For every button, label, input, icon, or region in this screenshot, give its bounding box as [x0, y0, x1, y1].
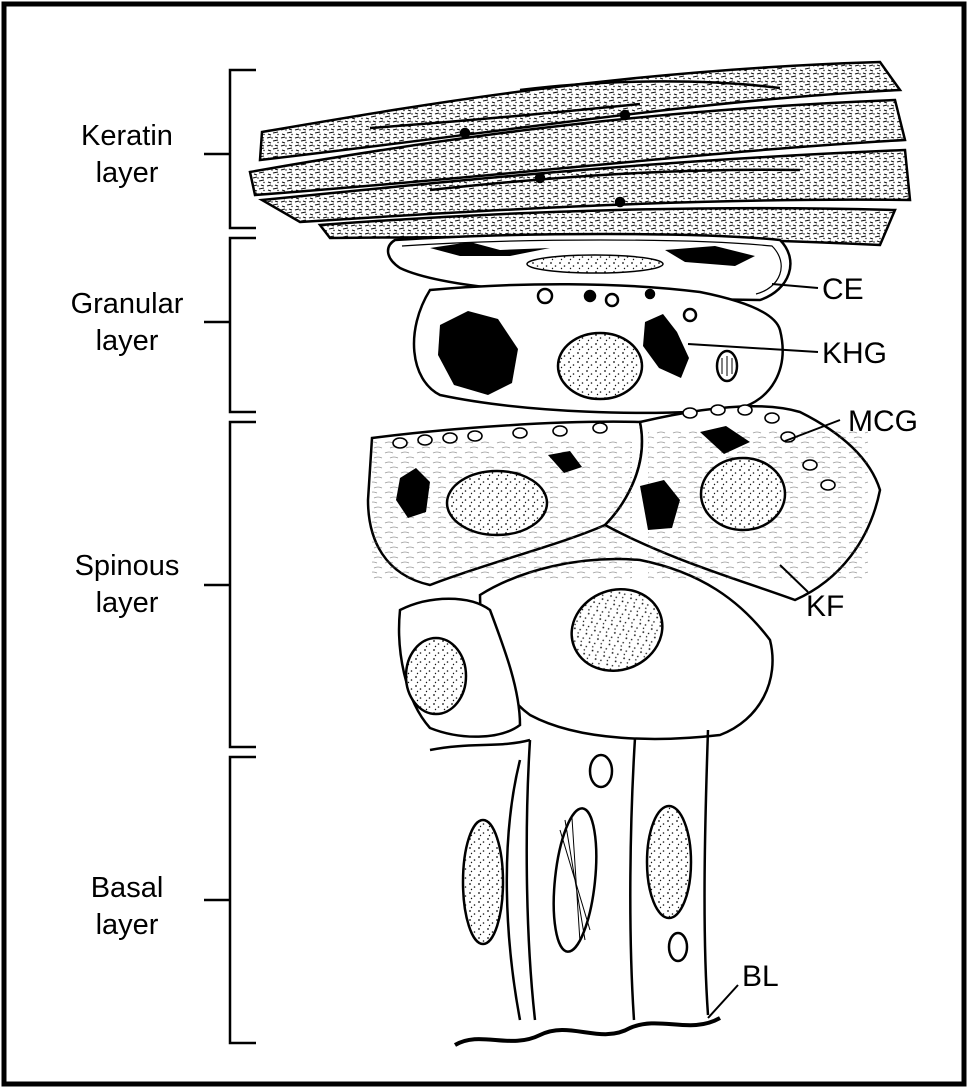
basal-cells	[430, 730, 708, 1020]
bl-callout: BL	[742, 960, 779, 994]
keratin-layer-cells	[250, 62, 910, 245]
ce-callout: CE	[822, 273, 864, 307]
granular-cell	[414, 284, 783, 413]
kf-callout: KF	[806, 590, 844, 624]
mcg-callout: MCG	[848, 405, 918, 439]
spinous-cells	[368, 406, 880, 739]
khg-callout: KHG	[822, 337, 887, 371]
basal-lamina	[455, 1018, 720, 1045]
